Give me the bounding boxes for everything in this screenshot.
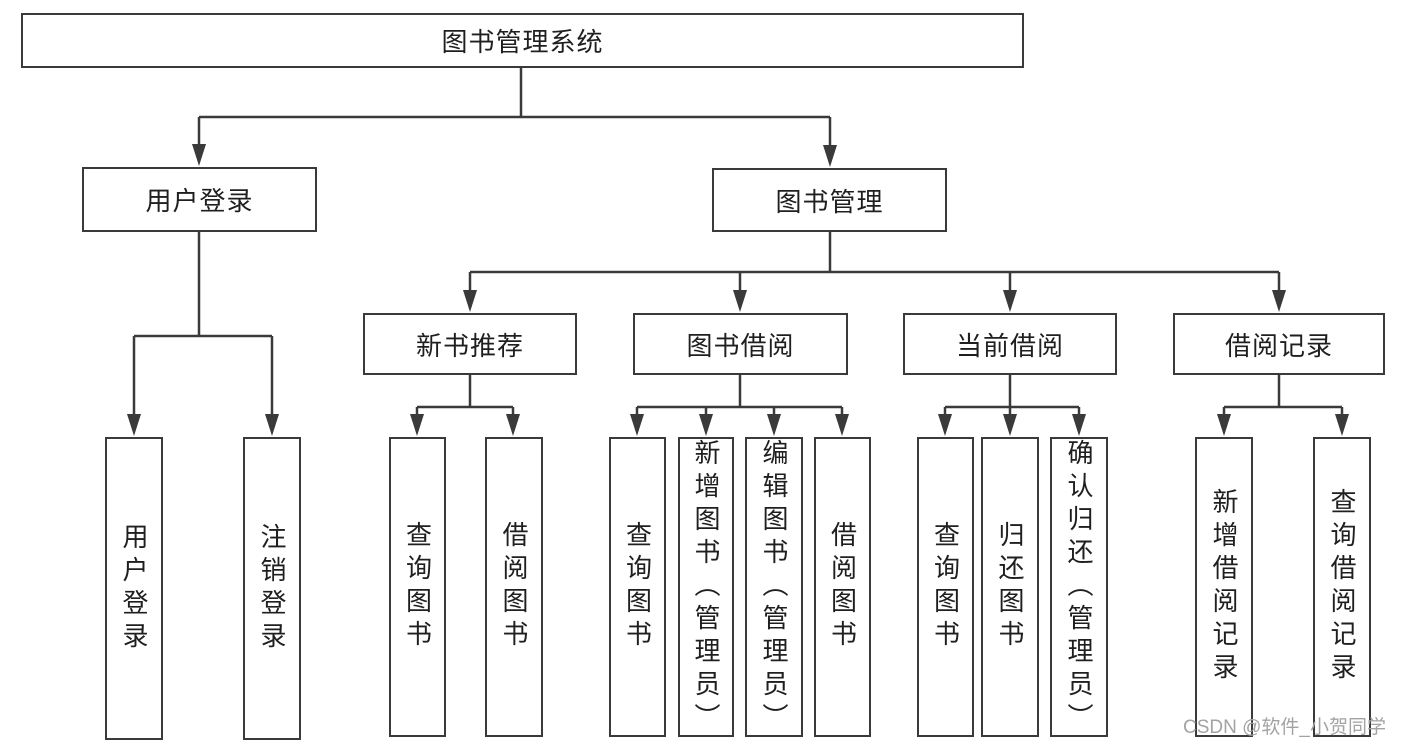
node-bb-borrow-books: 借阅图书 bbox=[814, 437, 871, 737]
node-label: 用户登录 bbox=[145, 186, 254, 216]
node-bb-query-books: 查询图书 bbox=[609, 437, 666, 737]
node-label: 新增图书（管理员） bbox=[691, 438, 721, 736]
node-label: 新书推荐 bbox=[415, 330, 524, 361]
arrowheads-newbookrec bbox=[410, 414, 520, 436]
csdn-watermark: CSDN @软件_小贺同学 bbox=[1183, 717, 1386, 738]
node-label: 查询图书 bbox=[402, 521, 433, 653]
node-cb-confirm-return-admin: 确认归还（管理员） bbox=[1050, 437, 1108, 737]
node-current-borrowing: 当前借阅 bbox=[903, 313, 1117, 375]
node-logout: 注销登录 bbox=[243, 437, 301, 740]
node-label: 新增借阅记录 bbox=[1209, 488, 1239, 686]
node-book-borrowing: 图书借阅 bbox=[633, 313, 848, 375]
node-label: 当前借阅 bbox=[955, 330, 1064, 361]
node-br-add-record: 新增借阅记录 bbox=[1195, 437, 1253, 737]
arrowheads-level2 bbox=[463, 290, 1286, 312]
arrowheads-bookborrow bbox=[630, 414, 849, 436]
node-rec-query-books: 查询图书 bbox=[389, 437, 446, 737]
node-user-login: 用户登录 bbox=[105, 437, 163, 740]
node-label: 注销登录 bbox=[257, 522, 287, 655]
connector-bookmgmt-to-level2 bbox=[468, 232, 1281, 292]
node-label: 借阅图书 bbox=[499, 521, 529, 653]
node-label: 查询图书 bbox=[622, 521, 653, 653]
connector-userlogin-to-children bbox=[132, 232, 274, 415]
node-label: 查询图书 bbox=[930, 521, 961, 653]
node-label: 借阅记录 bbox=[1224, 330, 1333, 361]
node-bb-add-books-admin: 新增图书（管理员） bbox=[678, 437, 734, 737]
arrowheads-currentborrow bbox=[938, 414, 1086, 436]
node-new-book-recommend: 新书推荐 bbox=[363, 313, 577, 375]
node-label: 确认归还（管理员） bbox=[1064, 438, 1094, 736]
node-borrowing-records: 借阅记录 bbox=[1173, 313, 1385, 375]
connector-root-to-level1 bbox=[197, 68, 832, 146]
connector-borrowrecords-to-children bbox=[1222, 375, 1344, 415]
node-label: 归还图书 bbox=[995, 521, 1025, 653]
node-br-query-record: 查询借阅记录 bbox=[1313, 437, 1371, 737]
node-label: 图书管理系统 bbox=[441, 27, 604, 57]
node-cb-return-books: 归还图书 bbox=[981, 437, 1039, 737]
node-book-management: 图书管理 bbox=[712, 168, 947, 232]
arrowheads-borrowrecords bbox=[1217, 414, 1349, 436]
node-bb-edit-books-admin: 编辑图书（管理员） bbox=[745, 437, 803, 737]
node-label: 借阅图书 bbox=[827, 521, 858, 653]
connector-newbookrec-to-children bbox=[415, 375, 515, 415]
node-label: 图书管理 bbox=[775, 186, 884, 217]
node-label: 用户登录 bbox=[119, 522, 149, 655]
node-label: 编辑图书（管理员） bbox=[759, 438, 789, 736]
node-rec-borrow-books: 借阅图书 bbox=[485, 437, 543, 737]
arrowheads-level1 bbox=[192, 144, 837, 167]
node-cb-query-books: 查询图书 bbox=[917, 437, 974, 737]
connector-currentborrow-to-children bbox=[943, 375, 1081, 415]
node-label: 图书借阅 bbox=[686, 330, 795, 361]
node-user-login-group: 用户登录 bbox=[82, 167, 317, 232]
node-library-management-system: 图书管理系统 bbox=[21, 13, 1024, 68]
arrowheads-userlogin bbox=[127, 414, 279, 436]
connector-bookborrow-to-children bbox=[635, 375, 844, 415]
node-label: 查询借阅记录 bbox=[1327, 488, 1357, 686]
